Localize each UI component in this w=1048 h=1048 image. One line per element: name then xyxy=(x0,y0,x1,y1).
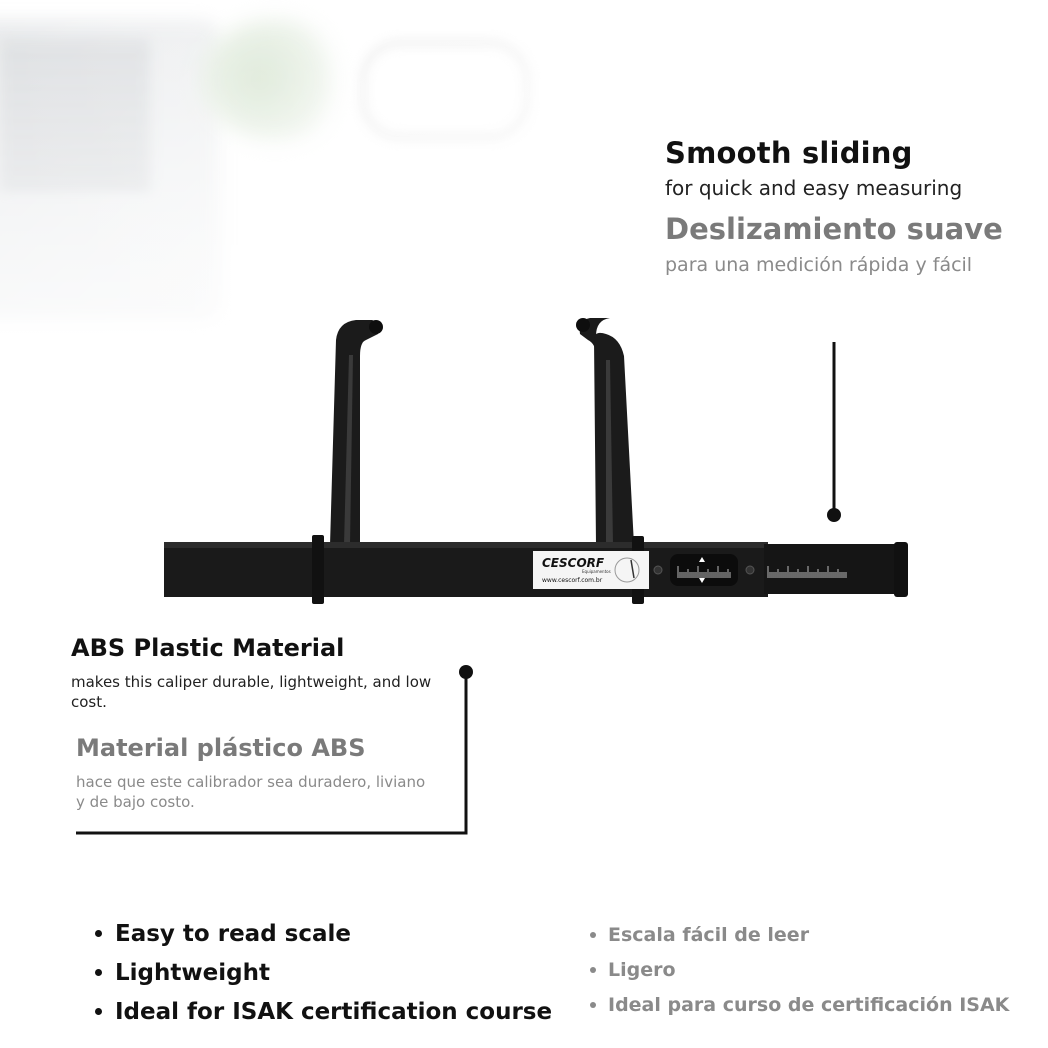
smooth-sliding-description: for quick and easy measuring xyxy=(665,176,963,200)
abs-material-callout: ABS Plastic Material makes this caliper … xyxy=(71,634,451,812)
feature-label-es: Ideal para curso de certificación ISAK xyxy=(608,993,1010,1016)
caliper-window xyxy=(670,554,738,586)
feature-label-es: Escala fácil de leer xyxy=(608,923,810,946)
feature-item-es: Ligero xyxy=(590,952,1009,987)
feature-label: Lightweight xyxy=(115,959,270,986)
caliper-screw-left xyxy=(653,565,663,575)
smooth-sliding-title-es: Deslizamiento suave xyxy=(665,212,1003,246)
smooth-sliding-callout: Smooth sliding for quick and easy measur… xyxy=(665,136,1035,279)
caliper-bar xyxy=(164,542,768,597)
window-scale-ticks xyxy=(677,566,731,578)
caliper-end-cap xyxy=(894,542,908,597)
caliper-label xyxy=(533,551,649,589)
feature-label: Easy to read scale xyxy=(115,920,351,947)
feature-item-es: Escala fácil de leer xyxy=(590,917,1009,952)
bullet-icon xyxy=(590,931,596,938)
abs-material-title-es: Material plástico ABS xyxy=(76,734,366,762)
abs-material-title: ABS Plastic Material xyxy=(71,634,345,662)
bullet-icon xyxy=(95,1008,102,1015)
bullet-icon xyxy=(590,1001,596,1008)
feature-item-es: Ideal para curso de certificación ISAK xyxy=(590,987,1009,1022)
bullet-icon xyxy=(95,930,102,937)
slide-scale-ticks xyxy=(767,566,847,578)
caliper-screw-right xyxy=(745,565,755,575)
caliper-right-arm xyxy=(576,318,634,545)
bullet-icon xyxy=(95,969,102,976)
caliper-left-clip xyxy=(312,535,324,604)
features-list-en: Easy to read scale Lightweight Ideal for… xyxy=(95,914,552,1031)
abs-material-description: makes this caliper durable, lightweight,… xyxy=(71,673,432,711)
bullet-icon xyxy=(590,966,596,973)
smooth-sliding-description-es: para una medición rápida y fácil xyxy=(665,254,973,276)
feature-item: Ideal for ISAK certification course xyxy=(95,992,552,1031)
caliper-slide xyxy=(764,544,898,594)
smooth-sliding-callout-dot xyxy=(827,508,841,522)
abs-material-description-es: hace que este calibrador sea duradero, l… xyxy=(76,773,426,811)
feature-item: Lightweight xyxy=(95,953,552,992)
features-list-es: Escala fácil de leer Ligero Ideal para c… xyxy=(590,917,1009,1022)
caliper-left-arm xyxy=(330,320,383,545)
abs-callout-line xyxy=(76,672,468,835)
caliper-brand-sub: Equipamentos xyxy=(582,569,611,574)
feature-item: Easy to read scale xyxy=(95,914,552,953)
feature-label-es: Ligero xyxy=(608,958,676,981)
caliper-url: www.cescorf.com.br xyxy=(542,577,603,584)
caliper-brand: CESCORF xyxy=(542,556,605,570)
feature-label: Ideal for ISAK certification course xyxy=(115,998,553,1025)
smooth-sliding-title: Smooth sliding xyxy=(665,136,913,170)
